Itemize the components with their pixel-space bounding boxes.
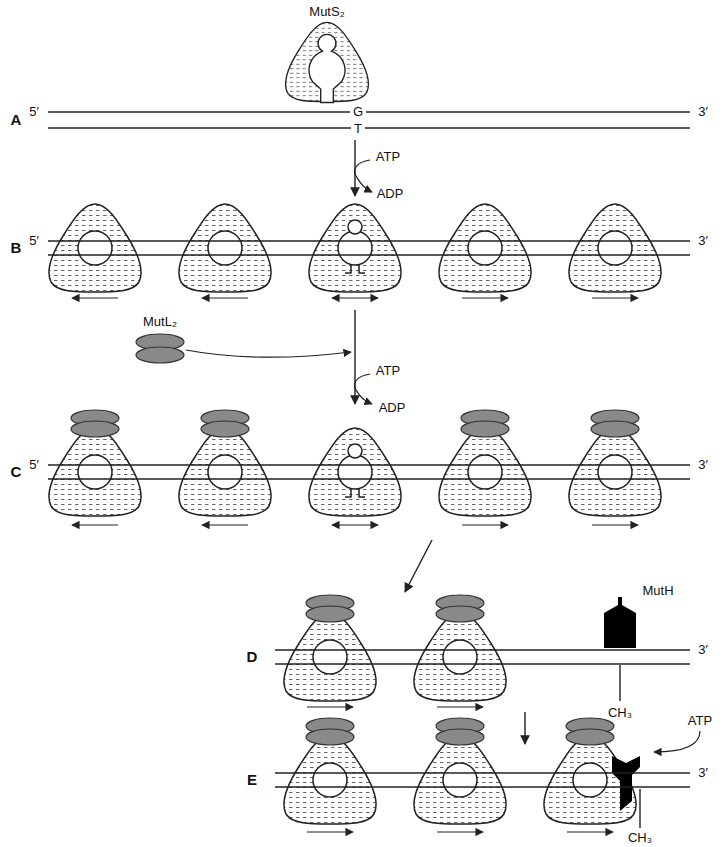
- sliding-arrows: [72, 297, 638, 298]
- muts-dimer: [286, 22, 369, 102]
- dna-duplex: [48, 465, 690, 479]
- panel-letter: A: [10, 112, 23, 129]
- muts-row: [49, 204, 661, 292]
- strand-end: 5′: [28, 234, 40, 248]
- nucleotide-label: ADP: [378, 401, 407, 415]
- nucleotide-label: ATP: [687, 714, 713, 728]
- muts-mutl-row: [284, 718, 636, 824]
- methyl-label: CH₃: [627, 831, 653, 845]
- dna-duplex: [275, 650, 690, 664]
- binding-arrow: [186, 350, 351, 357]
- muth-protein: [612, 756, 640, 811]
- dna-duplex: [48, 112, 690, 128]
- protein-label: MutL₂: [142, 315, 178, 329]
- step-arrow: [524, 712, 525, 744]
- base-letter: T: [353, 122, 363, 136]
- sliding-arrows: [72, 524, 638, 525]
- base-letter: G: [352, 105, 364, 119]
- protein-label: MutS₂: [308, 5, 345, 19]
- strand-end: 3′: [697, 458, 709, 472]
- methyl-tick: [639, 789, 640, 828]
- atp-hydrolysis-arrow: [355, 374, 372, 404]
- methyl-tick: [619, 665, 620, 701]
- nucleotide-label: ADP: [376, 187, 405, 201]
- strand-end: 5′: [28, 105, 40, 119]
- panel-letter: E: [246, 772, 258, 789]
- strand-end: 3′: [697, 234, 709, 248]
- atp-arrow: [654, 731, 700, 752]
- dna-duplex: [48, 241, 690, 255]
- step-arrow: [405, 540, 432, 592]
- mutl-dimer: [136, 334, 184, 363]
- atp-hydrolysis-arrow: [355, 160, 372, 192]
- strand-end: 5′: [28, 458, 40, 472]
- sliding-arrows: [307, 831, 613, 832]
- panel-letter: D: [246, 649, 259, 666]
- strand-end: 3′: [697, 105, 709, 119]
- dna-duplex: [275, 773, 690, 787]
- strand-end: 3′: [697, 643, 709, 657]
- protein-label: MutH: [641, 584, 674, 598]
- sliding-arrows: [307, 706, 483, 707]
- strand-end: 3′: [697, 766, 709, 780]
- panel-letter: B: [10, 240, 23, 257]
- nucleotide-label: ATP: [375, 364, 401, 378]
- muth-protein: [604, 597, 636, 648]
- panel-letter: C: [10, 464, 23, 481]
- muts-mutl-row: [49, 410, 661, 516]
- methyl-label: CH₃: [607, 706, 633, 720]
- muts-mutl-row: [284, 595, 506, 701]
- nucleotide-label: ATP: [375, 150, 401, 164]
